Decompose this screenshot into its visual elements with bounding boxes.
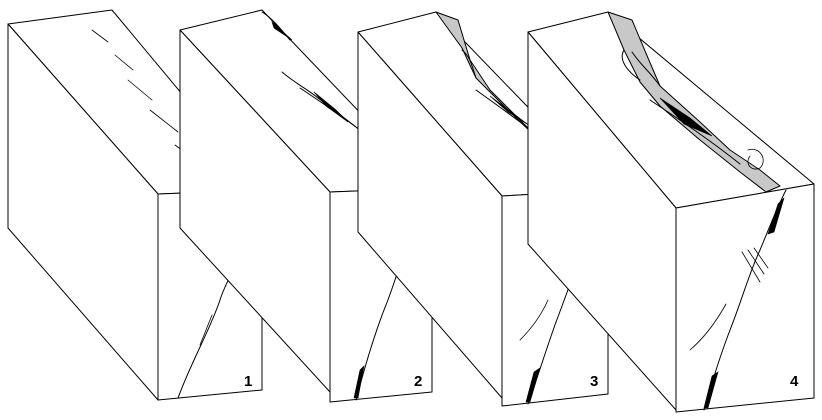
- block-4-front-face: [675, 183, 815, 413]
- stage-label-1: 1: [244, 373, 253, 390]
- block-4-fractures: [621, 49, 787, 411]
- block-4-fault-scarp: [607, 11, 781, 193]
- block-4: [527, 11, 815, 413]
- stage-label-3: 3: [590, 373, 599, 390]
- stage-label-2: 2: [414, 373, 423, 390]
- stage-label-4: 4: [790, 373, 799, 390]
- block-2: [179, 9, 433, 403]
